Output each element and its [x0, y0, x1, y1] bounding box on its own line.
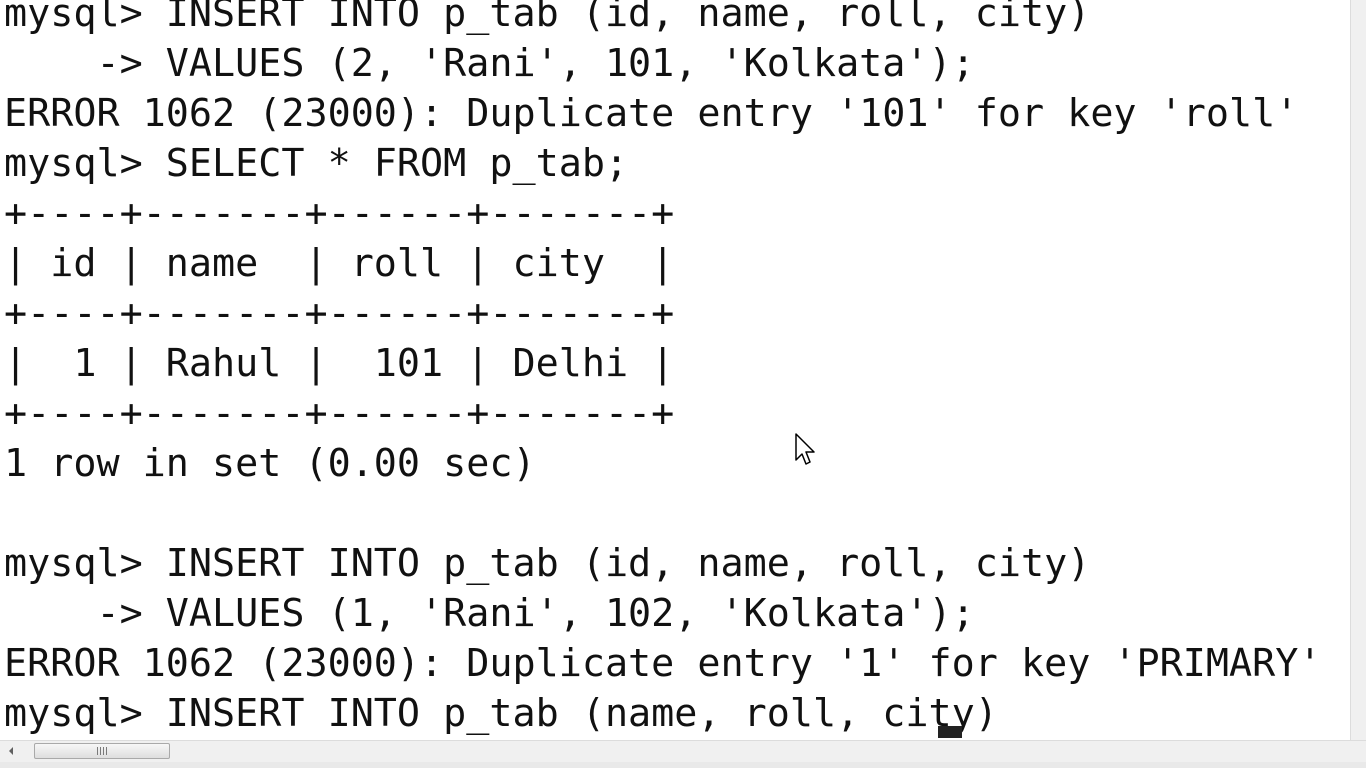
terminal-line: -> VALUES (2, 'Rani', 101, 'Kolkata');: [4, 41, 975, 86]
terminal-line: +----+-------+------+-------+: [4, 291, 675, 336]
terminal-output[interactable]: mysql> INSERT INTO p_tab (id, name, roll…: [0, 0, 1350, 740]
terminal-line: +----+-------+------+-------+: [4, 191, 675, 236]
terminal-line: ERROR 1062 (23000): Duplicate entry '1' …: [4, 641, 1322, 686]
mouse-pointer-icon: [795, 433, 819, 469]
terminal-line: mysql> INSERT INTO p_tab (id, name, roll…: [4, 0, 1091, 36]
terminal-line: -> VALUES (1, 'Rani', 102, 'Kolkata');: [4, 591, 975, 636]
vertical-scrollbar[interactable]: [1350, 0, 1366, 740]
terminal-line: +----+-------+------+-------+: [4, 391, 675, 436]
terminal-line: ERROR 1062 (23000): Duplicate entry '101…: [4, 91, 1299, 136]
terminal-line: mysql> INSERT INTO p_tab (name, roll, ci…: [4, 691, 998, 736]
window-bottom-edge: [0, 762, 1366, 768]
terminal-line: | 1 | Rahul | 101 | Delhi |: [4, 341, 675, 386]
horizontal-scrollbar[interactable]: [0, 740, 1366, 762]
terminal-line: mysql> SELECT * FROM p_tab;: [4, 141, 629, 186]
terminal-line: mysql> INSERT INTO p_tab (id, name, roll…: [4, 541, 1091, 586]
chevron-left-icon[interactable]: [2, 743, 20, 759]
grip-icon: [97, 747, 107, 755]
scroll-thumb[interactable]: [34, 743, 170, 759]
text-cursor: [938, 726, 962, 738]
terminal-line: 1 row in set (0.00 sec): [4, 441, 536, 486]
terminal-line: | id | name | roll | city |: [4, 241, 675, 286]
